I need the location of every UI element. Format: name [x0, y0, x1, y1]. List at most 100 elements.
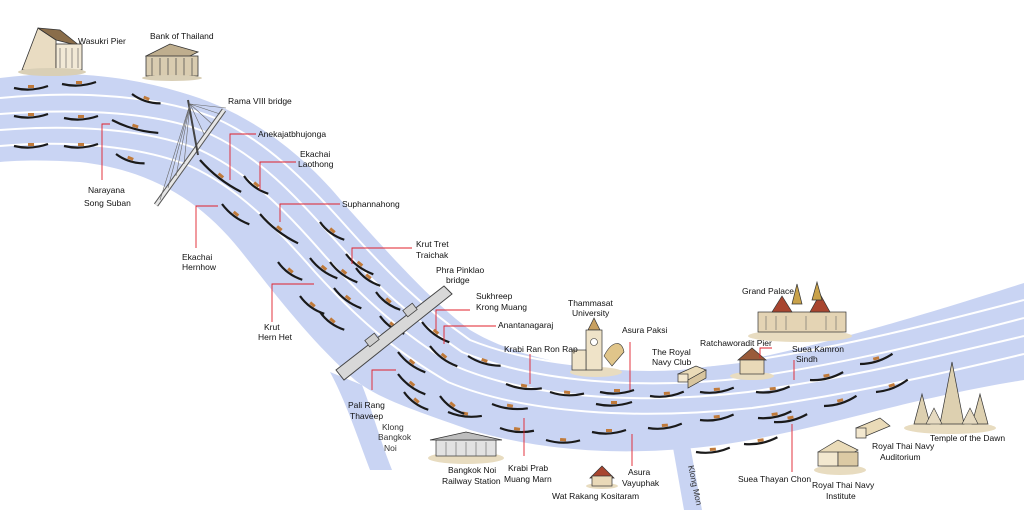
barge-pavilion: [356, 260, 364, 267]
label-asura-vayuphak-2: Vayuphak: [622, 478, 660, 488]
barge-pavilion: [661, 423, 668, 428]
barge: [403, 391, 429, 411]
barge: [595, 400, 633, 407]
barge-hull: [345, 253, 374, 276]
barge: [699, 413, 735, 422]
label-sukhreep-1: Sukhreep: [476, 291, 513, 301]
barge-hull: [429, 345, 458, 368]
barge-hull: [319, 221, 345, 241]
barge-pavilion: [563, 390, 571, 395]
barge: [221, 203, 250, 226]
label-rtn-auditorium-1: Royal Thai Navy: [872, 441, 935, 451]
cable-bridge-icon: [153, 99, 227, 207]
barge-hull: [595, 400, 633, 407]
label-grand-palace: Grand Palace: [742, 286, 794, 296]
barge-pavilion: [309, 301, 316, 308]
label-bangkok-noi-station-1: Bangkok Noi: [448, 465, 496, 475]
label-bank-of-thailand: Bank of Thailand: [150, 31, 214, 41]
barge-pavilion: [787, 415, 794, 420]
barge-pavilion: [771, 412, 778, 417]
barge-pavilion: [28, 113, 34, 116]
barge-hull: [695, 446, 731, 454]
barge-hull: [545, 438, 581, 444]
label-krut-tret-1: Krut Tret: [416, 239, 449, 249]
label-rtn-institute-1: Royal Thai Navy: [812, 480, 875, 490]
barge-pavilion: [131, 123, 139, 129]
barge-pavilion: [432, 328, 440, 335]
label-klong-bangkok-noi-1: Klong: [382, 422, 404, 432]
barge: [591, 428, 627, 435]
barge-pavilion: [836, 398, 844, 403]
barge-hull: [809, 371, 844, 382]
barge-pavilion: [520, 383, 528, 388]
barge-pavilion: [78, 115, 84, 118]
barge-hull: [699, 386, 735, 394]
barge-hull: [421, 321, 450, 344]
barge: [695, 446, 731, 454]
barge-hull: [221, 203, 250, 226]
barge-pavilion: [506, 403, 514, 408]
barge: [491, 402, 528, 411]
barge-hull: [243, 175, 269, 195]
klong-mon: [672, 442, 702, 510]
barge-hull: [329, 261, 358, 284]
barge-pavilion: [888, 382, 896, 388]
barge-hull: [649, 390, 685, 398]
label-sukhreep-2: Krong Muang: [476, 302, 527, 312]
barge: [467, 355, 501, 367]
label-krut-tret-2: Traichak: [416, 250, 449, 260]
barge-hull: [773, 413, 808, 424]
barge-hull: [491, 402, 528, 411]
barge-pavilion: [481, 357, 488, 363]
barge: [499, 426, 535, 434]
barge-hull: [447, 410, 483, 418]
barge: [755, 385, 791, 394]
leader-lines: [101, 123, 795, 472]
barge-hull: [115, 153, 145, 165]
barge: [115, 153, 145, 165]
barge-pavilion: [611, 401, 617, 404]
label-klong-bangkok-noi-3: Noi: [384, 443, 397, 453]
barge: [397, 373, 426, 396]
label-krabi-prab-2: Muang Marn: [504, 474, 552, 484]
chao-phraya-river: [0, 74, 1024, 452]
label-pali-rang-1: Pali Rang: [348, 400, 385, 410]
barge-pavilion: [276, 225, 283, 232]
barge-pavilion: [606, 429, 612, 432]
barge-hull: [699, 413, 735, 422]
barge-hull: [63, 142, 99, 149]
barge-hull: [859, 352, 894, 366]
barge-pavilion: [344, 294, 352, 301]
barge-hull: [13, 142, 49, 149]
label-ekachai-laothong-2: Laothong: [298, 159, 334, 169]
barge: [13, 84, 49, 91]
barge-hull: [599, 388, 635, 395]
barge-hull: [875, 378, 909, 394]
barge: [309, 257, 338, 280]
barge-pavilion: [385, 297, 392, 304]
barge-pavilion: [440, 352, 448, 359]
label-ekachai-hernhow-1: Ekachai: [182, 252, 212, 262]
barge-hull: [131, 93, 161, 105]
barge-hull: [757, 410, 792, 420]
labels: Wasukri Pier Bank of Thailand Rama VIII …: [78, 31, 1005, 506]
label-krabi-ran-ron-rap: Krabi Ran Ron Rap: [504, 344, 578, 354]
barge: [345, 253, 374, 276]
barge-pavilion: [329, 317, 336, 324]
barge: [131, 93, 161, 105]
label-suea-thayan-chon: Suea Thayan Chon: [738, 474, 811, 484]
barge-pavilion: [365, 273, 372, 280]
barge: [505, 382, 542, 391]
barge: [61, 80, 97, 87]
barge: [319, 311, 345, 331]
barge-hull: [309, 257, 338, 280]
barge: [823, 394, 858, 408]
barge-hull: [13, 84, 49, 91]
barge: [773, 413, 808, 424]
barge: [111, 119, 159, 135]
label-rama-viii-bridge: Rama VIII bridge: [228, 96, 292, 106]
barge: [243, 175, 269, 195]
barge: [63, 142, 99, 149]
barge-hull: [591, 428, 627, 435]
barge: [599, 388, 635, 395]
